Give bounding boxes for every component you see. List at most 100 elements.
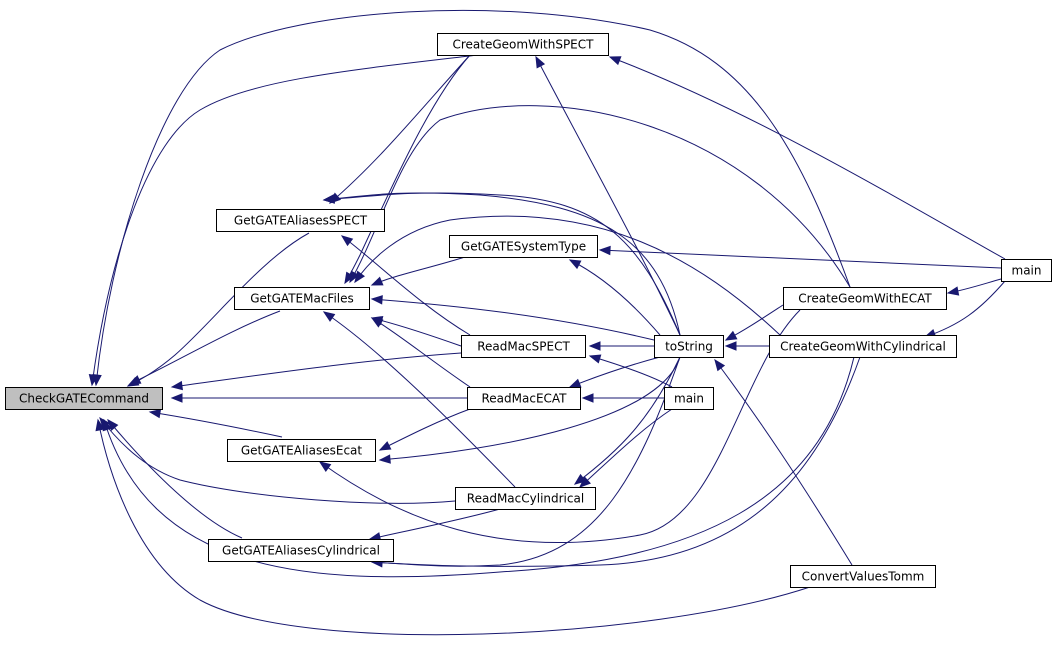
arrowhead (370, 276, 384, 286)
node-box (783, 287, 947, 310)
node-geom_ecat[interactable]: CreateGeomWithECAT (783, 287, 947, 310)
edge-alias_cyl-to-checkgate (107, 418, 243, 539)
edge-read_spect-to-checkgate (170, 352, 462, 391)
arrowhead (581, 393, 594, 403)
node-label: ReadMacSPECT (477, 340, 570, 354)
arrowhead (724, 330, 738, 341)
edge-read_ecat-to-checkgate (170, 393, 467, 403)
arrowhead (568, 378, 582, 388)
arrowhead (608, 56, 622, 66)
node-main_right[interactable]: main (1001, 259, 1052, 282)
edge-main_right-to-geom_ecat (946, 278, 1002, 296)
arrowhead (370, 317, 384, 328)
node-label: GetGATESystemType (461, 240, 586, 254)
node-convert[interactable]: ConvertValuesTomm (790, 565, 936, 588)
node-label: ReadMacCylindrical (467, 492, 584, 506)
arrowhead (568, 259, 582, 270)
arrowhead (724, 341, 737, 351)
edge-main_mid-to-read_ecat (581, 393, 664, 403)
arrowhead (107, 418, 119, 432)
edge-geom_ecat-to-tostring (724, 304, 784, 341)
edge-tostring-to-read_spect (588, 341, 654, 351)
arrowhead (378, 454, 391, 464)
arrowhead (946, 286, 960, 296)
node-geom_cyl[interactable]: CreateGeomWithCylindrical (769, 335, 957, 358)
node-box (208, 539, 394, 562)
node-box (449, 235, 598, 258)
node-label: ReadMacECAT (481, 392, 567, 406)
node-macfiles[interactable]: GetGATEMacFiles (234, 287, 370, 310)
edge-read_cyl-to-alias_cyl (368, 508, 501, 542)
node-alias_cyl[interactable]: GetGATEAliasesCylindrical (208, 539, 394, 562)
edge-main_right-to-geom_spect (608, 56, 1006, 260)
arrowhead (349, 270, 360, 284)
node-box (1001, 259, 1052, 282)
edge-geom_ecat-to-macfiles (349, 105, 851, 288)
node-checkgate[interactable]: CheckGATECommand (5, 387, 163, 410)
node-label: GetGATEMacFiles (250, 292, 354, 306)
node-label: main (1012, 264, 1042, 278)
edge-tostring-to-read_ecat (568, 356, 661, 388)
node-label: main (674, 392, 704, 406)
node-label: CreateGeomWithSPECT (453, 38, 595, 52)
arrowhead (714, 358, 726, 372)
edge-geom_spect-to-alias_spect (328, 54, 471, 204)
arrowhead (318, 461, 332, 472)
edge-convert-to-tostring (714, 358, 853, 566)
arrowhead (102, 418, 112, 432)
edge-geom_cyl-to-tostring (724, 341, 769, 351)
edge-tostring-to-geom_spect (535, 55, 681, 336)
edge-geom_ecat-to-alias_ecat (318, 309, 801, 544)
arrowhead (128, 375, 142, 385)
arrowhead (322, 311, 336, 322)
node-label: GetGATEAliasesEcat (241, 444, 363, 458)
node-box (234, 287, 370, 310)
arrowhead (378, 441, 392, 451)
node-read_cyl[interactable]: ReadMacCylindrical (455, 487, 596, 510)
edge-read_ecat-to-macfiles (370, 317, 471, 388)
edge-tostring-to-macfiles (370, 295, 655, 341)
node-read_spect[interactable]: ReadMacSPECT (461, 335, 586, 358)
edge-geom_ecat-to-checkgate (92, 9, 851, 387)
node-box (654, 335, 724, 358)
arrowhead (535, 55, 546, 69)
node-alias_spect[interactable]: GetGATEAliasesSPECT (216, 209, 385, 232)
arrowhead (95, 418, 105, 432)
node-main_mid[interactable]: main (664, 387, 714, 410)
node-label: CreateGeomWithECAT (798, 292, 932, 306)
edge-read_ecat-to-alias_ecat (378, 408, 471, 451)
edge-systemtype-to-macfiles (370, 256, 466, 286)
edge-tostring-to-read_cyl (573, 356, 681, 485)
edge-macfiles-to-checkgate (128, 310, 281, 385)
arrowhead (340, 235, 354, 247)
arrowhead (370, 295, 383, 305)
node-label: GetGATEAliasesSPECT (234, 214, 368, 228)
node-alias_ecat[interactable]: GetGATEAliasesEcat (227, 439, 376, 462)
edge-convert-to-checkgate (95, 418, 811, 636)
node-box (769, 335, 957, 358)
edge-main_mid-to-read_spect (588, 354, 673, 388)
arrowhead (344, 271, 355, 285)
edge-geom_cyl-to-checkgate (102, 356, 855, 578)
node-read_ecat[interactable]: ReadMacECAT (467, 387, 581, 410)
arrowhead (170, 393, 183, 403)
node-tostring[interactable]: toString (654, 335, 724, 358)
node-label: toString (665, 340, 713, 354)
edge-tostring-to-systemtype (568, 259, 661, 336)
node-label: ConvertValuesTomm (802, 570, 925, 584)
edge-main_right-to-systemtype (598, 245, 1002, 269)
node-box (216, 209, 385, 232)
node-box (461, 335, 586, 358)
node-systemtype[interactable]: GetGATESystemType (449, 235, 598, 258)
node-label: GetGATEAliasesCylindrical (222, 544, 380, 558)
node-geom_spect[interactable]: CreateGeomWithSPECT (437, 33, 609, 56)
node-box (790, 565, 936, 588)
arrowhead (588, 341, 601, 351)
node-box (227, 439, 376, 462)
arrowhead (148, 408, 162, 419)
arrowhead (92, 374, 102, 387)
arrowhead (579, 476, 591, 488)
edge-read_spect-to-alias_spect (340, 235, 471, 336)
edge-geom_cyl-to-macfiles (354, 215, 781, 336)
